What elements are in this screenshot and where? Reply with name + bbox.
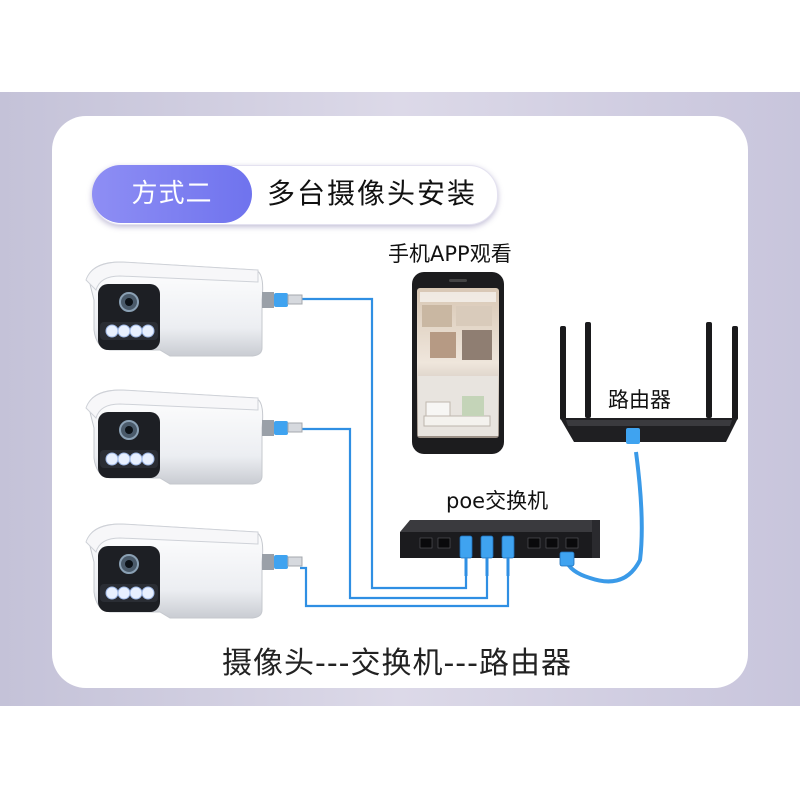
port-plug-3 [501, 535, 515, 559]
cable-router [564, 451, 644, 584]
camera-1 [85, 261, 303, 357]
page-title: 多台摄像头安装 [266, 177, 477, 210]
cables [300, 297, 644, 608]
cable-camera-3 [300, 566, 510, 608]
switch-label: poe交换机 [446, 489, 549, 513]
router [560, 322, 738, 444]
flow-caption: 摄像头---交换机---路由器 [222, 646, 572, 681]
router-label: 路由器 [608, 388, 671, 412]
uplink-plug [559, 551, 575, 567]
smartphone [412, 272, 504, 454]
method-tag: 方式二 [92, 165, 252, 223]
port-plug-1 [459, 535, 473, 559]
camera-3 [85, 523, 303, 619]
poe-switch [400, 520, 600, 576]
port-plug-2 [480, 535, 494, 559]
phone-label: 手机APP观看 [388, 242, 512, 266]
cable-camera-2 [300, 427, 489, 600]
camera-2 [85, 389, 303, 485]
cable-camera-1 [300, 297, 468, 590]
